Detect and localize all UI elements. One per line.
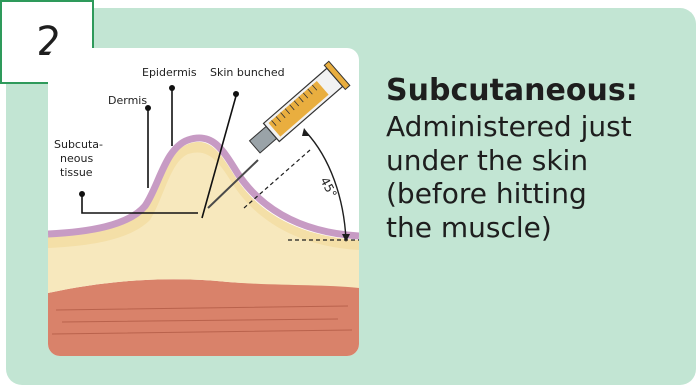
subcutaneous-dot bbox=[79, 191, 85, 197]
injection-illustration: 45° Epidermis Skin bunched Dermis Subcut… bbox=[48, 48, 359, 356]
dermis-label: Dermis bbox=[108, 94, 147, 107]
angle-reference-dashed bbox=[244, 150, 310, 208]
route-title: Subcutaneous: bbox=[386, 74, 638, 109]
subcutaneous-label-line-1: Subcuta- bbox=[54, 138, 103, 151]
epidermis-dot bbox=[169, 85, 175, 91]
description-line: under the skin bbox=[386, 144, 676, 178]
subcutaneous-layer bbox=[48, 146, 359, 293]
description-line: (before hitting bbox=[386, 177, 676, 211]
subcutaneous-label-line-3: tissue bbox=[60, 166, 93, 179]
route-description: Administered just under the skin (before… bbox=[386, 110, 676, 244]
epidermis-label: Epidermis bbox=[142, 66, 197, 79]
description-line: Administered just bbox=[386, 110, 676, 144]
muscle-layer bbox=[48, 279, 359, 356]
angle-label: 45° bbox=[317, 175, 339, 200]
skin-bunched-label: Skin bunched bbox=[210, 66, 285, 79]
skin-diagram: 45° Epidermis Skin bunched Dermis Subcut… bbox=[48, 48, 359, 356]
description-line: the muscle) bbox=[386, 211, 676, 245]
subcutaneous-label-line-2: neous bbox=[60, 152, 93, 165]
skin-bunched-dot bbox=[233, 91, 239, 97]
angle-arrow-top bbox=[302, 128, 310, 136]
